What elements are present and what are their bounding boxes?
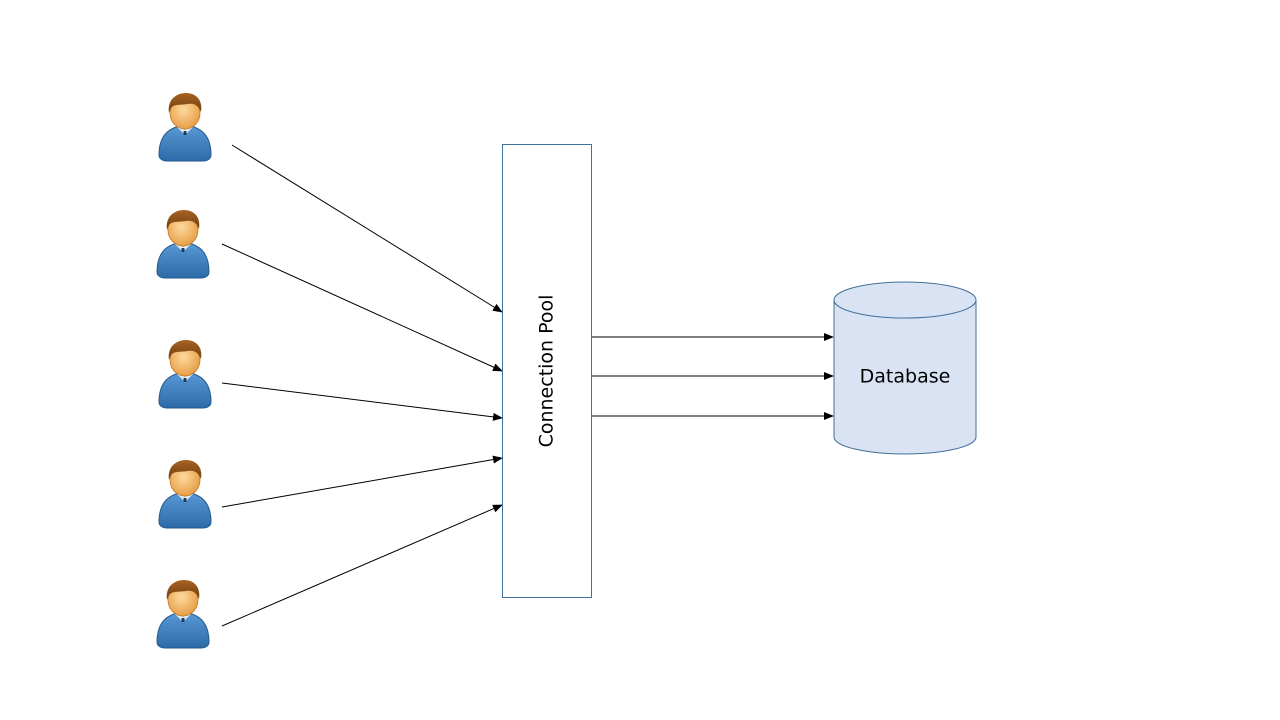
arrow-user-1-to-pool — [231, 144, 503, 313]
user-3 — [158, 339, 212, 409]
user-icon — [158, 459, 212, 529]
connection-pool-label: Connection Pool — [536, 295, 558, 448]
database-label: Database — [860, 366, 951, 388]
user-2 — [156, 209, 210, 279]
arrow-user-4-to-pool — [221, 455, 503, 508]
user-icon — [158, 92, 212, 162]
user-icon — [156, 579, 210, 649]
arrow-user-3-to-pool — [221, 382, 503, 421]
user-icon — [158, 339, 212, 409]
database-cylinder — [833, 281, 977, 455]
connection-pool-box — [502, 144, 592, 598]
user-5 — [156, 579, 210, 649]
arrow-user-2-to-pool — [221, 243, 503, 372]
user-icon — [156, 209, 210, 279]
user-1 — [158, 92, 212, 162]
arrow-user-5-to-pool — [221, 504, 503, 627]
user-4 — [158, 459, 212, 529]
